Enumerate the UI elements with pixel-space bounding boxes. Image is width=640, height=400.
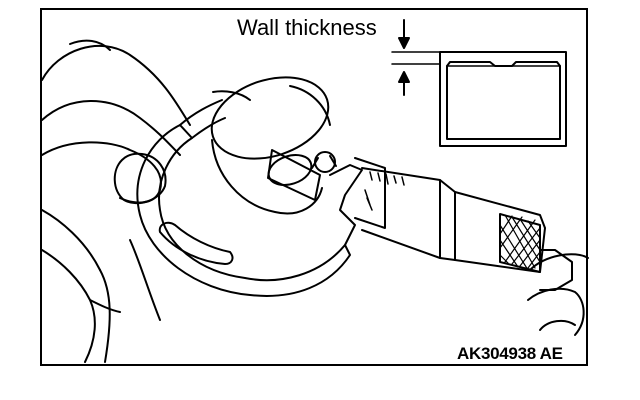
wall-thickness-label: Wall thickness [237,15,377,40]
part-cross-section [439,51,567,147]
dimension-arrows-icon [391,19,441,96]
figure-code-label: AK304938 AE [457,344,563,363]
hand-illustration [41,39,589,363]
figure-frame [40,8,588,366]
micrometer-illustration [136,99,573,297]
cylindrical-part-illustration [210,76,331,215]
